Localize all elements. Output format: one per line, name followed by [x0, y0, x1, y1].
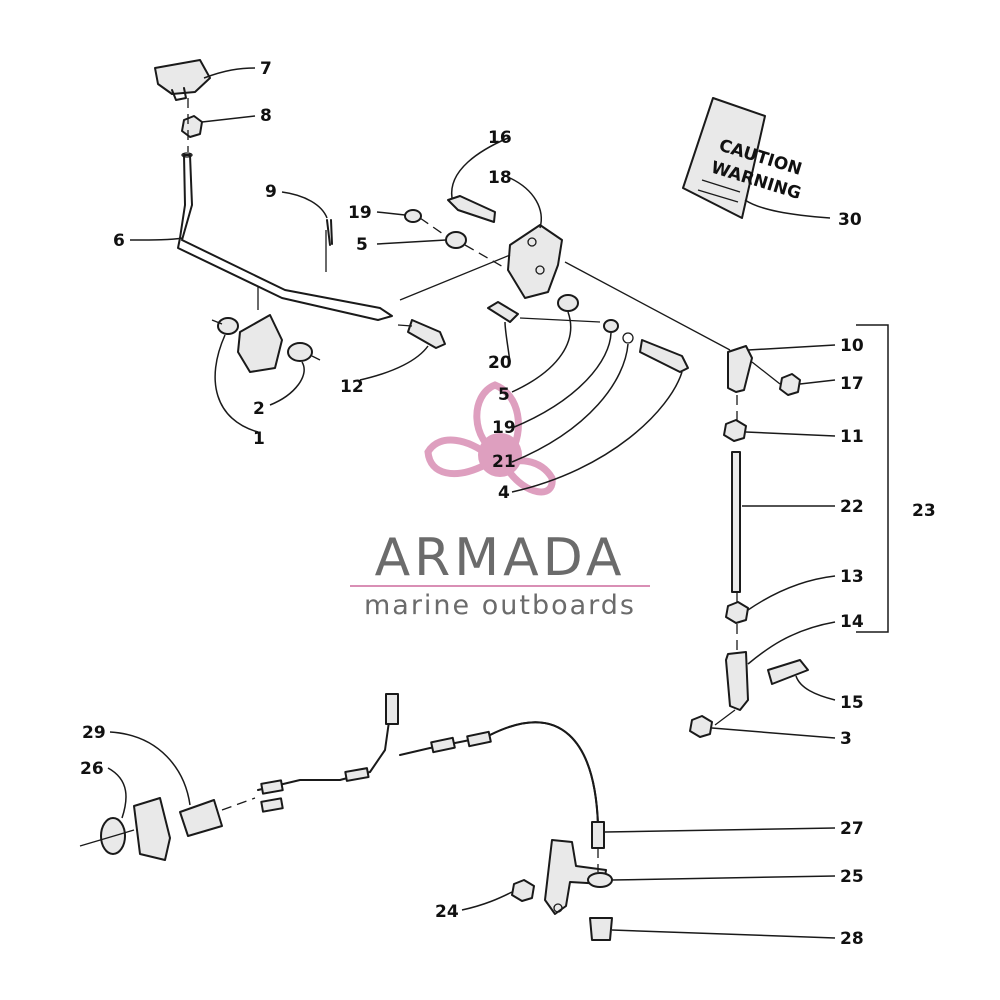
callout-11: 11 [840, 427, 864, 447]
switch-guide-line [221, 797, 256, 811]
callout-16: 16 [488, 128, 512, 148]
callout-14: 14 [840, 612, 864, 632]
assembly-line-a [399, 254, 511, 301]
rod-end-lock-nut [689, 715, 713, 738]
callout-5-lower: 5 [498, 385, 510, 405]
assembly-bracket-23 [856, 324, 889, 633]
upper-rod-end [727, 345, 753, 393]
callout-17: 17 [840, 374, 864, 394]
callout-9: 9 [265, 182, 277, 202]
callout-8: 8 [260, 106, 272, 126]
callout-19-lower: 19 [492, 418, 516, 438]
callout-29: 29 [82, 723, 106, 743]
callout-4: 4 [498, 483, 510, 503]
callout-10: 10 [840, 336, 864, 356]
lower-washer [603, 319, 619, 333]
dowel-pin [487, 301, 519, 323]
lower-bolt [639, 339, 689, 373]
callout-13: 13 [840, 567, 864, 587]
assembly-line-e [519, 317, 601, 323]
lower-bushing [557, 294, 579, 312]
shift-cable [489, 721, 605, 849]
watermark-tagline: marine outboards [364, 590, 636, 621]
assembly-line-c [464, 244, 506, 269]
pivot-bolt [407, 319, 446, 349]
upper-bushing [445, 231, 467, 249]
assembly-line-d [564, 261, 731, 351]
lower-jam-nut [725, 601, 749, 624]
switch-mounting-plate [133, 797, 171, 861]
upper-washer [404, 209, 422, 223]
callout-7: 7 [260, 59, 272, 79]
callout-3: 3 [840, 729, 852, 749]
watermark-brand: ARMADA [375, 528, 626, 588]
propeller-logo-icon [424, 381, 556, 496]
warning-decal: CAUTION WARNING [682, 97, 804, 219]
leader-lines [107, 67, 836, 939]
bell-crank-bracket [507, 224, 563, 299]
assembly-line-b [419, 217, 447, 237]
neutral-switch [179, 799, 223, 837]
callout-23: 23 [912, 501, 936, 521]
wiring-harness [257, 693, 492, 813]
shift-knob [154, 59, 211, 101]
callout-2: 2 [253, 399, 265, 419]
guide-line-bolt [397, 324, 413, 327]
callout-18: 18 [488, 168, 512, 188]
callout-15: 15 [840, 693, 864, 713]
callout-24: 24 [435, 902, 459, 922]
cable-bushing [587, 872, 613, 888]
bracket-bolt [447, 195, 496, 223]
callout-1: 1 [253, 429, 265, 449]
bracket-nut [511, 879, 535, 902]
lower-rod-end [725, 651, 749, 711]
callout-20: 20 [488, 353, 512, 373]
callout-21: 21 [492, 452, 516, 472]
callout-19-upper: 19 [348, 203, 372, 223]
knob-nut [181, 115, 203, 138]
rod-end-bolt [767, 659, 809, 685]
shift-lever-arm [177, 152, 393, 321]
callout-6: 6 [113, 231, 125, 251]
callout-5-upper: 5 [356, 235, 368, 255]
pivot-plate [211, 314, 321, 373]
callout-22: 22 [840, 497, 864, 517]
callout-30: 30 [838, 210, 862, 230]
upper-jam-nut [723, 419, 747, 442]
rod-guide-5 [714, 709, 736, 726]
lock-washer [622, 332, 634, 344]
rod-guide-4 [751, 361, 781, 385]
cable-bracket [544, 839, 607, 915]
rod-end-nut [779, 373, 801, 396]
callout-26: 26 [80, 759, 104, 779]
callout-12: 12 [340, 377, 364, 397]
callout-28: 28 [840, 929, 864, 949]
threaded-shift-rod [731, 451, 741, 593]
cotter-pin [326, 219, 333, 246]
callout-25: 25 [840, 867, 864, 887]
cable-cap [589, 917, 613, 941]
callout-27: 27 [840, 819, 864, 839]
switch-axis-line [79, 829, 135, 847]
